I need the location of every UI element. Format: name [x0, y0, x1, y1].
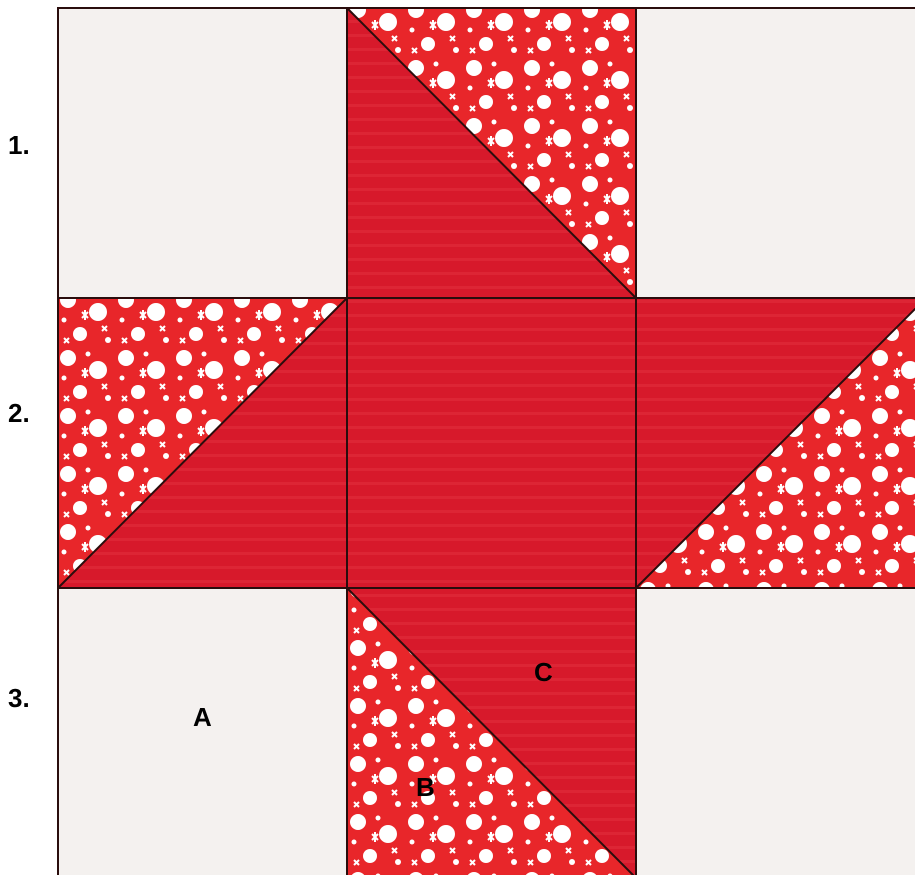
half-square-triangle-r3c2	[347, 588, 636, 875]
background-square-r3c3	[636, 588, 915, 875]
background-square-r1c1	[58, 8, 347, 298]
half-square-triangle-r2c3	[636, 298, 915, 588]
half-square-triangle-r1c2	[347, 8, 636, 298]
patch-label-b: B	[416, 772, 435, 803]
row-label-1: 1.	[8, 130, 30, 161]
patch-label-a: A	[193, 702, 212, 733]
half-square-triangle-r2c1	[58, 298, 347, 588]
background-square-r1c3	[636, 8, 915, 298]
patch-label-c: C	[534, 657, 553, 688]
row-label-3: 3.	[8, 683, 30, 714]
row-label-2: 2.	[8, 398, 30, 429]
solid-center-square	[347, 298, 636, 588]
